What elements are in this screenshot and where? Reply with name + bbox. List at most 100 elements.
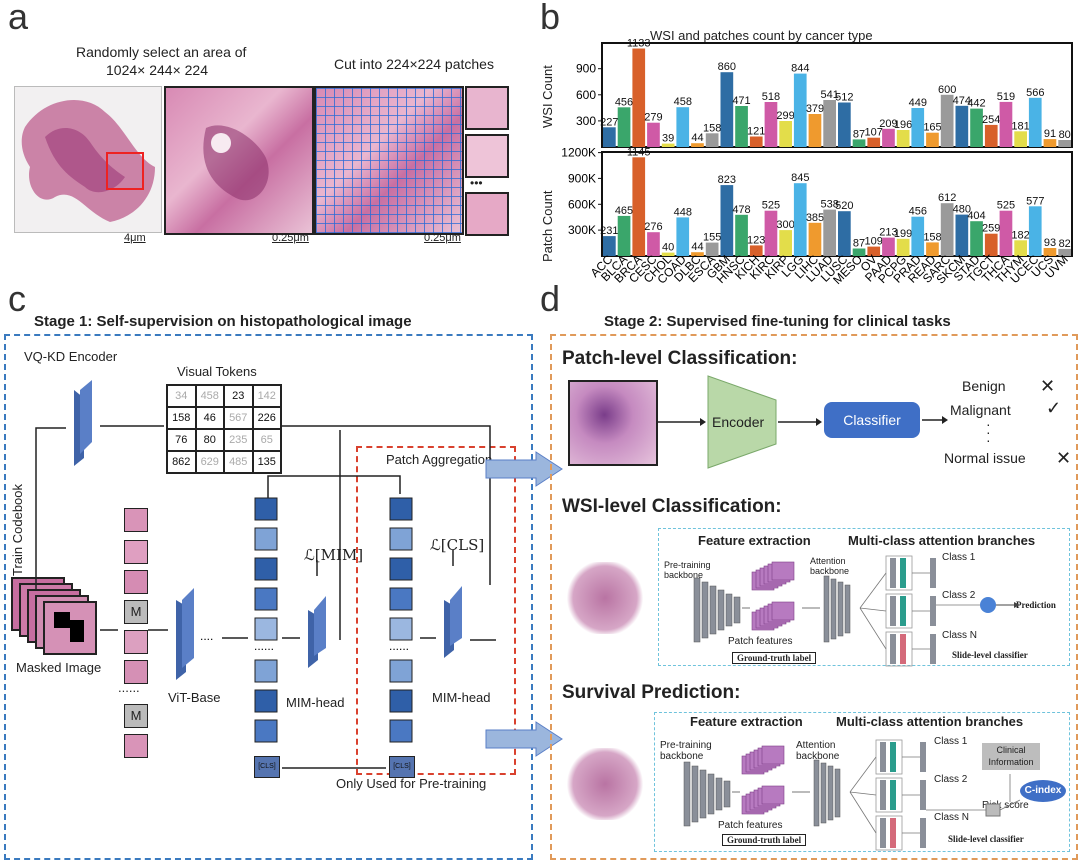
bar-label-1-KIRP: 300 — [776, 219, 794, 231]
branch-bar — [880, 742, 886, 772]
survival-class-2: Class 2 — [934, 774, 968, 785]
wsi-level-title: WSI-level Classification: — [562, 496, 782, 517]
attention-layer — [827, 765, 834, 821]
branch-bar-color — [890, 742, 896, 772]
bar-label-0-BRCA: 1133 — [627, 38, 651, 50]
bar-label-0-CHOL: 39 — [662, 133, 674, 145]
risk-cube — [985, 803, 1001, 817]
token-cell-b — [389, 527, 413, 551]
bar-1-THCA — [999, 210, 1013, 256]
attention-layer — [823, 575, 830, 643]
scale-bar-2: 0.25μm — [272, 232, 309, 244]
chart-x-axis: ACCBLCABRCACESCCHOLCOADDLBCESCAGBMHNSCKI… — [588, 252, 1071, 287]
branch-frame — [885, 555, 913, 591]
bar-0-KICH — [749, 136, 763, 147]
bar-label-0-OV: 107 — [865, 127, 883, 139]
loss-cls: ℒ[CLS] — [430, 536, 485, 554]
survival-attention-backbone: Attention backbone — [796, 740, 840, 762]
panel-letter-d: d — [540, 278, 561, 319]
clinical-information-box: Clinical Information — [982, 743, 1040, 770]
branch-bar-color — [890, 818, 896, 848]
bar-0-ACC — [603, 127, 616, 147]
bar-0-SKCM — [955, 105, 969, 147]
bar-0-MESO — [852, 139, 866, 147]
svg-text:....: .... — [200, 629, 213, 643]
patch-token-3 — [124, 570, 148, 594]
bar-1-LUSC — [838, 211, 851, 256]
wsi-pipeline-graphic — [693, 555, 1020, 667]
bar-label-1-CHOL: 40 — [662, 242, 674, 254]
wsi-patch-features: Patch features — [728, 636, 793, 647]
bar-1-DLBC — [691, 252, 704, 256]
encoder-label: Encoder — [712, 414, 765, 430]
bar-label-1-UVM: 82 — [1059, 238, 1071, 250]
backbone-layer — [707, 773, 715, 815]
bar-1-PCPG — [896, 238, 910, 256]
mask-token-2: M — [124, 704, 148, 728]
bar-label-1-PCPG: 199 — [894, 228, 912, 240]
ytick-label-1-3: 1200K — [561, 146, 596, 160]
cls-token-2: [CLS] — [389, 756, 415, 778]
ytick-label-0-1: 600 — [576, 88, 596, 102]
token-cell-a — [254, 617, 278, 641]
bar-label-0-UVM: 80 — [1059, 129, 1071, 141]
survival-multiclass-title: Multi-class attention branches — [836, 714, 1024, 729]
bar-label-1-OV: 109 — [865, 236, 883, 248]
patch-ellipsis: ••• — [470, 176, 483, 190]
patch-sample-1 — [465, 86, 509, 130]
token-cell-b — [389, 689, 413, 713]
bar-0-LUSC — [838, 102, 851, 147]
branch-link — [859, 572, 887, 609]
bar-label-0-CESC: 279 — [644, 112, 662, 124]
benign-cross-icon: ✕ — [1040, 376, 1056, 396]
bar-1-BLCA — [617, 215, 631, 256]
bar-0-UCS — [1043, 139, 1057, 147]
ytick-label-0-0: 300 — [576, 114, 596, 128]
stage2-box — [550, 334, 1078, 860]
token-cell-a — [254, 719, 278, 743]
token-cell-b — [389, 557, 413, 581]
branch-bar-color — [890, 780, 896, 810]
bar-label-1-HNSC: 478 — [732, 204, 750, 216]
bar-label-0-BLCA: 456 — [615, 96, 633, 108]
bar-label-0-READ: 165 — [923, 122, 941, 134]
wsi-ground-truth: Ground-truth label — [732, 652, 817, 664]
bar-label-0-MESO: 87 — [853, 128, 865, 140]
token-cell-a — [254, 497, 278, 521]
bar-label-0-HNSC: 471 — [732, 95, 750, 107]
mim-head-1-label: MIM-head — [286, 695, 345, 710]
bar-0-CESC — [647, 122, 660, 147]
branch-output-bar — [920, 780, 926, 810]
bar-label-1-BLCA: 465 — [615, 205, 633, 217]
visual-token-cell: 862 — [167, 451, 196, 473]
bar-0-GBM — [720, 72, 734, 147]
visual-token-cell: 629 — [195, 451, 224, 473]
stage1-title: Stage 1: Self-supervision on histopathol… — [34, 313, 412, 330]
patch-count-chart: 2314651145276404484415582347812352530084… — [561, 146, 1073, 257]
bar-1-KIRP — [779, 230, 792, 256]
branch-link — [859, 607, 887, 650]
malignant-label: Malignant — [950, 402, 1011, 418]
bar-1-PAAD — [882, 237, 895, 256]
bar-0-SARC — [940, 94, 954, 147]
bar-label-1-LUSC: 520 — [835, 200, 853, 212]
backbone-layer — [715, 777, 723, 811]
bar-0-UCEC — [1028, 97, 1042, 147]
bar-1-UCEC — [1028, 206, 1042, 256]
panel-letter-c: c — [8, 278, 26, 319]
bar-1-PRAD — [911, 216, 925, 256]
cindex-badge: C-index — [1020, 780, 1066, 802]
token-column-2: ...... — [389, 497, 413, 743]
aggregate-node — [980, 597, 996, 613]
caption-select: Randomly select an area of — [76, 44, 247, 60]
bar-label-0-KIRP: 299 — [776, 110, 794, 122]
branch-bar-color — [900, 596, 906, 626]
bar-label-1-READ: 158 — [923, 231, 941, 243]
bar-label-0-PRAD: 449 — [909, 97, 927, 109]
bar-0-KIRC — [764, 102, 778, 147]
bar-label-0-PCPG: 196 — [894, 119, 912, 131]
masked-image-stack — [11, 577, 97, 655]
bar-label-1-TGCT: 259 — [982, 223, 1000, 235]
bar-0-CHOL — [661, 143, 675, 147]
options-dots: ··· — [986, 416, 991, 448]
